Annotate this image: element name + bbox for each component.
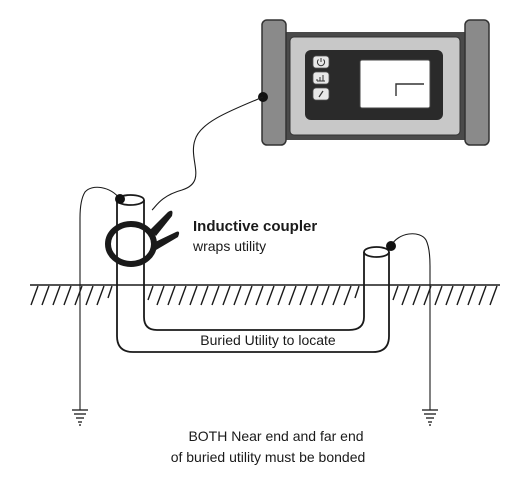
transmitter-unit (258, 19, 490, 146)
display-screen (359, 59, 431, 109)
coupler-ring (105, 221, 157, 267)
coupler-jaw-upper (150, 210, 173, 236)
far-end-bond-wire (390, 233, 431, 410)
display-graph-line (395, 83, 424, 96)
volume-button[interactable] (312, 71, 330, 85)
power-icon (316, 58, 326, 67)
far-ground-symbol (422, 409, 438, 426)
near-end-bond-clip (115, 194, 125, 204)
coupler-subtitle-label: wraps utility (192, 238, 266, 254)
pipe-label: Buried Utility to locate (200, 332, 336, 348)
pipe-far-end-opening (363, 246, 390, 258)
transmitter-left-bumper (261, 19, 287, 146)
bonding-note-line-1: BOTH Near end and far end (188, 428, 363, 444)
far-end-bond-clip (386, 241, 396, 251)
coupler-jaw-lower (153, 231, 180, 250)
inductive-coupler (105, 210, 180, 267)
ground-hatching (30, 285, 498, 306)
buried-utility-pipe-outer (116, 200, 390, 353)
volume-icon (316, 75, 325, 82)
near-ground-symbol (72, 409, 88, 426)
transmitter-lead-wire (151, 96, 264, 211)
transmitter-right-bumper (464, 19, 490, 146)
buried-utility-pipe-inner (143, 200, 365, 331)
bonding-note-line-2: of buried utility must be bonded (171, 449, 366, 465)
coupler-title-label: Inductive coupler (193, 218, 317, 235)
near-end-bond-wire (79, 186, 121, 410)
frequency-icon (318, 90, 324, 98)
